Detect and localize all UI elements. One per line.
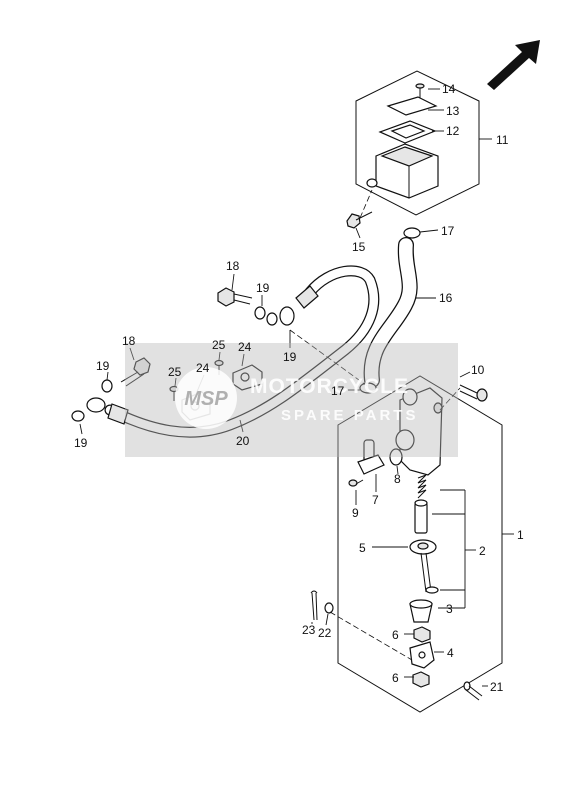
- callout-22: 22: [318, 626, 332, 640]
- callout-4: 4: [447, 646, 454, 660]
- callout-20: 20: [236, 434, 250, 448]
- callout-25-lower: 25: [168, 365, 182, 379]
- circlip: [425, 586, 439, 594]
- callout-17-lower: 17: [331, 384, 345, 398]
- callout-labels: 14 13 12 11 15 17 16 18 19 19 18 19 19 2…: [74, 82, 524, 694]
- callout-5: 5: [359, 541, 366, 555]
- callout-19-upper-a: 19: [256, 281, 270, 295]
- gasket-3: [101, 379, 113, 393]
- connector-screw: [348, 479, 364, 487]
- hose-guide-upper: [232, 364, 263, 391]
- assembly-guide-lines: [289, 189, 461, 661]
- gasket-4: [71, 410, 85, 422]
- callout-16: 16: [439, 291, 453, 305]
- hose-clamp-upper: [403, 227, 421, 239]
- reservoir-cap-screw: [415, 83, 425, 100]
- connector-o-ring: [389, 448, 403, 466]
- watermark-subtitle: SPARE PARTS: [281, 407, 418, 424]
- callout-21: 21: [490, 680, 504, 694]
- hose-clamp-lower: [359, 382, 377, 394]
- callout-19-upper-b: 19: [283, 350, 297, 364]
- watermark-logo: MSP: [184, 388, 228, 410]
- clevis-pin: [463, 681, 483, 701]
- callout-10: 10: [471, 363, 485, 377]
- callout-14: 14: [442, 82, 456, 96]
- callout-7: 7: [372, 493, 379, 507]
- callout-18-upper: 18: [226, 259, 240, 273]
- washer: [324, 602, 334, 614]
- dust-boot: [409, 599, 433, 623]
- callout-2: 2: [479, 544, 486, 558]
- reservoir-cap: [386, 96, 438, 116]
- union-bolt-upper: [217, 287, 253, 307]
- master-cylinder-body: [395, 387, 443, 476]
- callout-3: 3: [446, 602, 453, 616]
- hose-connector: [357, 439, 385, 475]
- gasket-2: [266, 312, 278, 326]
- reservoir-body: [366, 143, 439, 199]
- push-rod: [420, 552, 432, 593]
- mounting-bolt: [459, 384, 488, 402]
- watermark-brand: MOTORCYCLE: [250, 375, 409, 398]
- callout-8: 8: [394, 472, 401, 486]
- callout-6-upper: 6: [392, 628, 399, 642]
- callout-9: 9: [352, 506, 359, 520]
- union-bolt-lower: [120, 357, 151, 387]
- callout-19-lower-a: 19: [96, 359, 110, 373]
- watermark: MSP MOTORCYCLE SPARE PARTS: [125, 343, 458, 457]
- gasket-1: [254, 306, 266, 320]
- cotter-pin: [310, 590, 318, 621]
- spring: [417, 474, 427, 499]
- reservoir-group-outline: [355, 70, 480, 216]
- reservoir-bolt: [346, 211, 373, 229]
- callout-15: 15: [352, 240, 366, 254]
- callout-12: 12: [446, 124, 460, 138]
- callout-6-lower: 6: [392, 671, 399, 685]
- callout-11: 11: [496, 133, 509, 147]
- callout-13: 13: [446, 104, 460, 118]
- hose-fitting-lower: [86, 397, 129, 425]
- front-arrow-icon: [487, 40, 540, 90]
- callout-18-lower: 18: [122, 334, 136, 348]
- seal-washer: [409, 539, 437, 555]
- piston: [414, 499, 428, 534]
- callout-24-upper: 24: [238, 340, 252, 354]
- callout-23: 23: [302, 623, 316, 637]
- callout-17-upper: 17: [441, 224, 455, 238]
- callout-24-lower: 24: [196, 361, 210, 375]
- lock-nut-lower: [412, 671, 430, 688]
- callout-1: 1: [517, 528, 524, 542]
- master-cylinder-group-outline: [337, 375, 503, 713]
- reservoir-diaphragm: [378, 120, 437, 144]
- hose-fitting-upper: [279, 285, 319, 326]
- callout-19-lower-b: 19: [74, 436, 88, 450]
- callout-25-upper: 25: [212, 338, 226, 352]
- lock-nut-upper: [413, 626, 431, 643]
- callout-leaders: [79, 88, 514, 687]
- clevis-joint: [409, 641, 435, 669]
